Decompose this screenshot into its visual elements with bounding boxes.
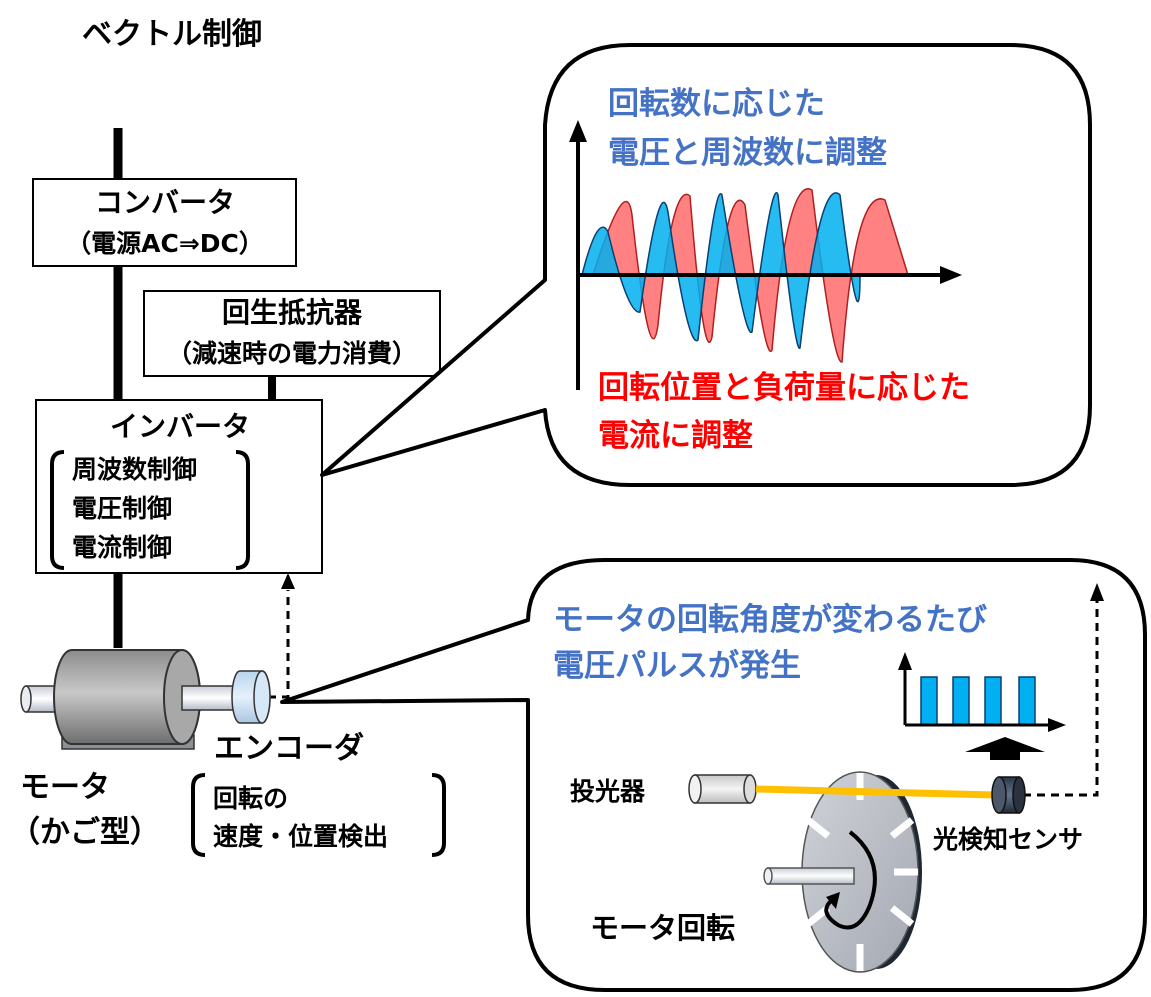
motor-rotation-label: モータ回転: [590, 911, 735, 945]
light-beam: [755, 785, 997, 799]
motor-type-label: （かご型）: [10, 815, 160, 850]
inverter-item-voltage: 電圧制御: [72, 494, 172, 523]
waveform-red-line1: 回転位置と負荷量に応じた: [598, 370, 970, 406]
waveform-x-axis-arrow: [940, 266, 962, 284]
waveform-blue-line2: 電圧と周波数に調整: [608, 135, 887, 171]
encoder-callout-blue-line1: モータの回転角度が変わるたび: [553, 602, 987, 638]
motor-right-shaft: [181, 685, 239, 711]
waveform-current: [592, 188, 909, 363]
pulse-chart: [898, 652, 1066, 732]
motor-label: モータ: [20, 770, 110, 805]
waveform-red-line2: 電流に調整: [598, 418, 753, 454]
encoder-disk: [801, 771, 922, 973]
inverter-title: インバータ: [110, 410, 250, 443]
encoder-callout-blue-line2: 電圧パルスが発生: [553, 648, 801, 684]
waveform-callout: 回転数に応じた 電圧と周波数に調整 回転位置と負荷量に応じた 電流に調整: [320, 43, 1092, 487]
inverter-bracket-right: [235, 450, 250, 570]
signal-up-arrow: [965, 737, 1045, 760]
pulse-bar: [920, 676, 938, 726]
regen-title: 回生抵抗器: [222, 296, 363, 329]
pulse-bar: [984, 676, 1002, 726]
encoder-desc-line2: 速度・位置検出: [213, 822, 388, 851]
pulse-bar: [952, 676, 970, 726]
encoder-label: エンコーダ: [214, 731, 364, 766]
rotation-arrow: [824, 830, 877, 930]
sensor-signal-line: [1023, 583, 1104, 797]
emitter-label: 投光器: [570, 777, 646, 806]
inverter-bracket-left: [50, 450, 65, 570]
sensor-label: 光検知センサ: [932, 825, 1083, 854]
converter-box: コンバータ （電源AC⇒DC）: [32, 178, 297, 267]
inverter-item-current: 電流制御: [72, 533, 172, 562]
converter-subtitle: （電源AC⇒DC）: [66, 229, 264, 258]
converter-title: コンバータ: [95, 186, 235, 219]
regen-resistor-box: 回生抵抗器 （減速時の電力消費）: [143, 290, 441, 377]
waveform-blue-line1: 回転数に応じた: [608, 86, 825, 122]
encoder-device: [231, 670, 271, 724]
encoder-callout: モータの回転角度が変わるたび 電圧パルスが発生 投光器: [280, 558, 1147, 992]
encoder-bracket-right: [431, 773, 446, 857]
inverter-item-frequency: 周波数制御: [72, 455, 197, 484]
optical-sensor: [991, 776, 1026, 814]
encoder-desc-line1: 回転の: [213, 784, 288, 813]
regen-subtitle: （減速時の電力消費）: [167, 339, 417, 368]
motor: [20, 649, 239, 750]
light-emitter: [688, 774, 757, 804]
encoder-bracket-left: [191, 773, 206, 857]
waveform-y-axis-arrow: [569, 120, 587, 142]
inverter-box: インバータ 周波数制御 電圧制御 電流制御: [35, 399, 323, 574]
waveform-voltage: [581, 192, 861, 349]
diagram-title: ベクトル制御: [82, 17, 262, 52]
pulse-bar: [1018, 676, 1036, 726]
disk-shaft: [763, 867, 855, 885]
feedback-arrow: [268, 573, 295, 699]
